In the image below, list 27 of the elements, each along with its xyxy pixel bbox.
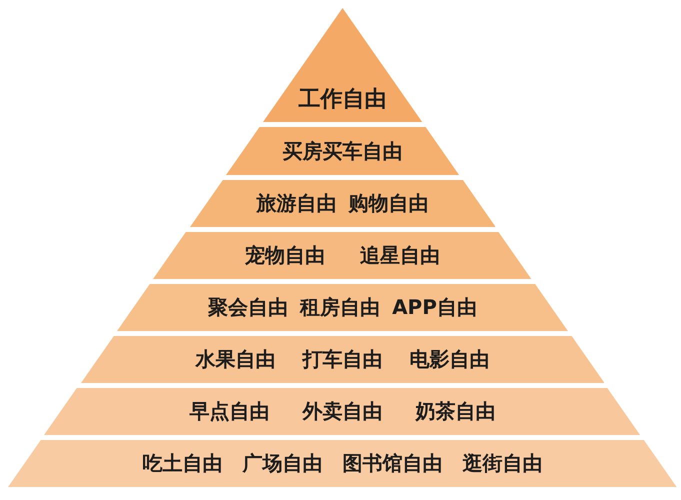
- tier-label: 旅游自由: [256, 192, 336, 215]
- pyramid-tier: [190, 180, 496, 227]
- tier-label: 电影自由: [410, 348, 490, 371]
- tier-label: 买房买车自由: [282, 140, 402, 162]
- pyramid-tier: [44, 388, 641, 435]
- tier-label: 追星自由: [360, 244, 440, 267]
- tier-label: 聚会自由: [208, 296, 288, 319]
- tier-label: 逛街自由: [462, 452, 542, 475]
- pyramid-tier: [80, 336, 604, 383]
- pyramid-tier: [8, 440, 677, 487]
- tier-label: 吃土自由: [142, 452, 222, 475]
- pyramid-tier: [153, 232, 532, 279]
- tier-label: 打车自由: [302, 348, 382, 371]
- pyramid-tier: [226, 127, 460, 175]
- tier-label: 购物自由: [348, 192, 428, 215]
- tier-label: 宠物自由: [244, 244, 325, 267]
- tier-label: 水果自由: [196, 348, 276, 371]
- pyramid-apex: [262, 8, 422, 122]
- tier-label: 早点自由: [189, 400, 270, 423]
- tier-label: 图书馆自由: [342, 452, 442, 475]
- tier-label: 工作自由: [298, 87, 386, 113]
- tier-label: 外卖自由: [302, 400, 382, 423]
- tier-label: APP自由: [392, 296, 477, 319]
- pyramid-tier: [117, 284, 568, 331]
- tier-label: 租房自由: [300, 296, 380, 319]
- tier-label: 奶茶自由: [415, 400, 496, 423]
- tier-label: 广场自由: [242, 452, 322, 475]
